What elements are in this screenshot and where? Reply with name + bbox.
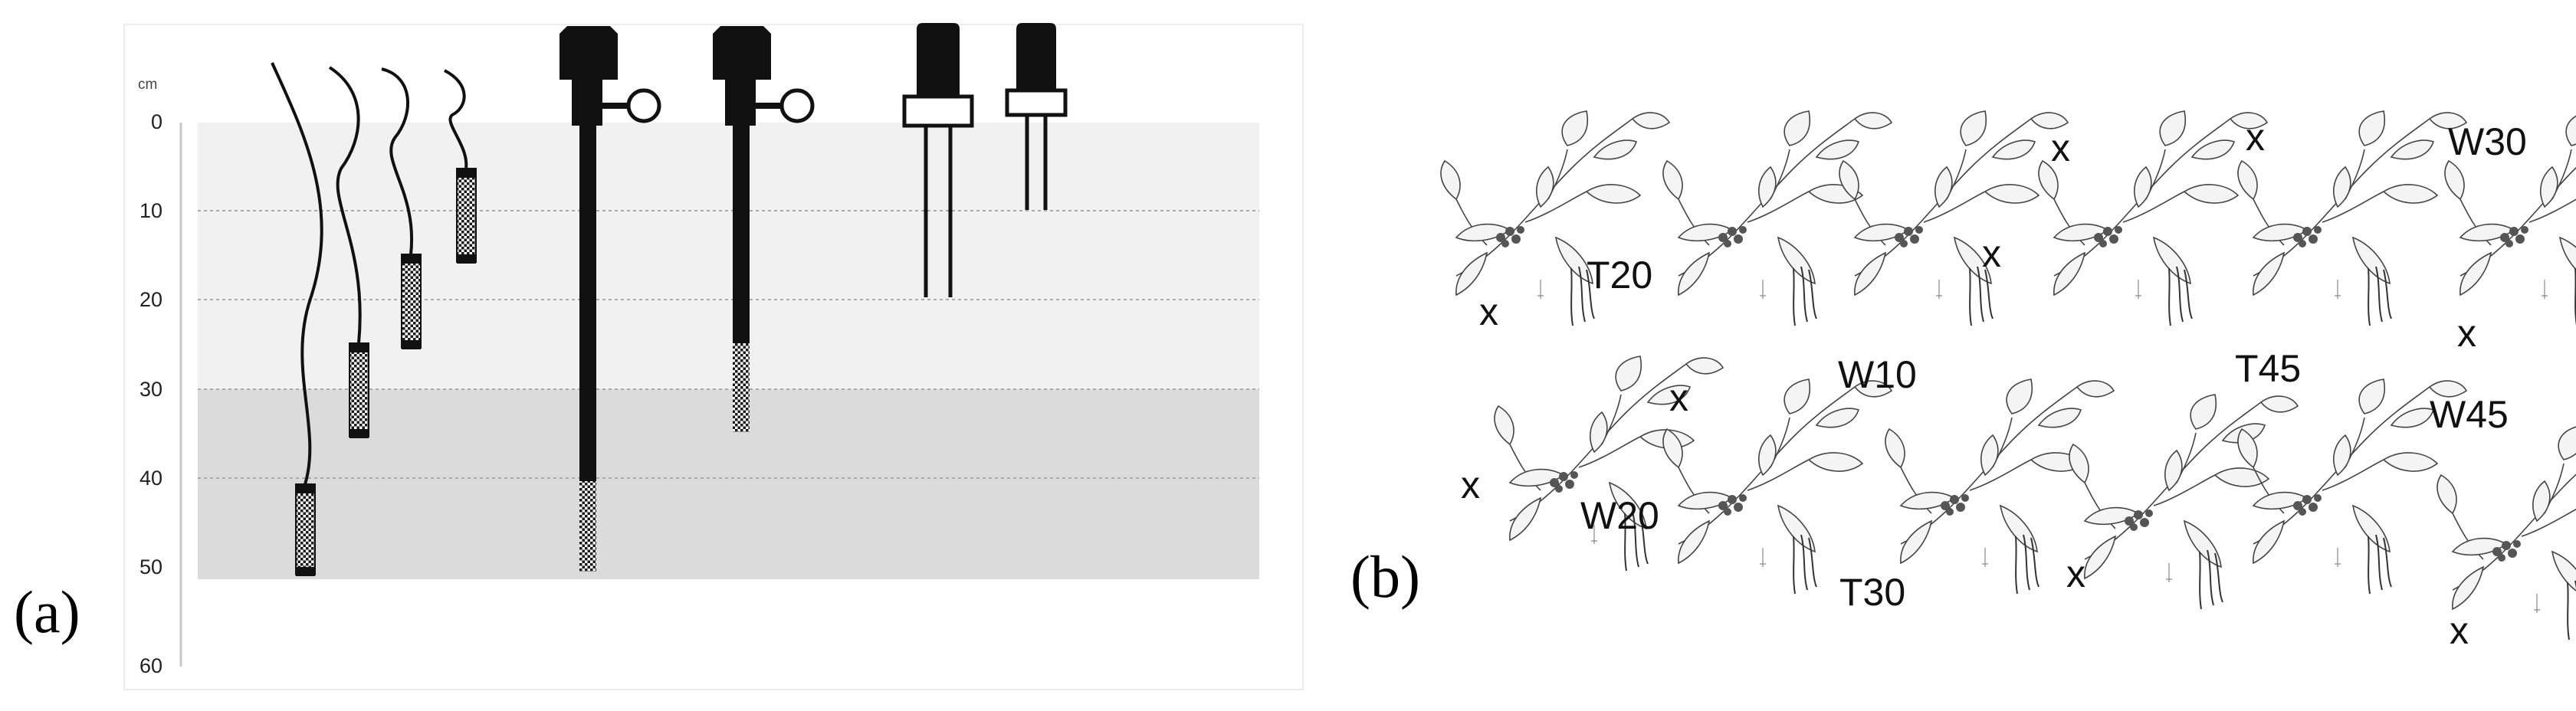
empty-marker: x: [2450, 609, 2469, 652]
plot-labels: T20 W10 T45 W30 W20 T30 W45: [1580, 120, 2527, 614]
plot-label-w45: W45: [2430, 393, 2509, 436]
panel-b-plot-layout: T20 W10 T45 W30 W20 T30 W45 x x x x x x …: [1440, 97, 2576, 652]
plot-label-w20: W20: [1580, 494, 1659, 537]
probe-medium: [713, 26, 815, 432]
depth-tick-30: 30: [139, 378, 162, 401]
depth-gridlines: [198, 210, 1259, 479]
upper-soil-layer: [198, 123, 1259, 389]
empty-marker: x: [2246, 116, 2265, 159]
panel-b-background: [1441, 97, 2574, 625]
depth-tick-labels: 0 10 20 30 40 50 60: [139, 110, 162, 677]
depth-tick-0: 0: [151, 110, 162, 133]
rod-sensor-small: [1005, 23, 1068, 210]
plot-label-t45: T45: [2235, 347, 2301, 390]
lysimeter-30cm: [328, 66, 369, 438]
depth-tick-60: 60: [139, 654, 162, 677]
rod-sensor-large: [902, 23, 974, 297]
empty-marker: x: [1669, 376, 1688, 419]
empty-marker: x: [2051, 126, 2070, 169]
panel-b-label: (b): [1350, 543, 1420, 610]
empty-marker: x: [2457, 312, 2476, 355]
lysimeter-20cm: [381, 67, 422, 349]
probe-long: [560, 26, 661, 572]
lysimeter-10cm: [444, 69, 477, 264]
empty-marker: x: [1461, 464, 1480, 506]
plot-label-t20: T20: [1587, 254, 1652, 297]
plot-label-t30: T30: [1839, 571, 1905, 614]
lysimeter-45cm: [271, 62, 323, 576]
plot-label-w10: W10: [1838, 353, 1917, 396]
panel-a-profile: cm 0 10 20 30 40 50 60: [123, 23, 1304, 690]
lower-soil-layer: [198, 389, 1259, 579]
depth-tick-20: 20: [139, 288, 162, 311]
depth-unit-label: cm: [138, 77, 157, 93]
depth-tick-50: 50: [139, 555, 162, 578]
panel-a-label: (a): [14, 578, 80, 645]
depth-tick-40: 40: [139, 467, 162, 490]
empty-plot-markers: x x x x x x x x x: [1461, 116, 2476, 652]
empty-marker: x: [1982, 232, 2001, 275]
depth-tick-10: 10: [139, 199, 162, 222]
plot-label-w30: W30: [2448, 120, 2527, 163]
empty-marker: x: [2066, 552, 2085, 595]
empty-marker: x: [1479, 290, 1498, 333]
